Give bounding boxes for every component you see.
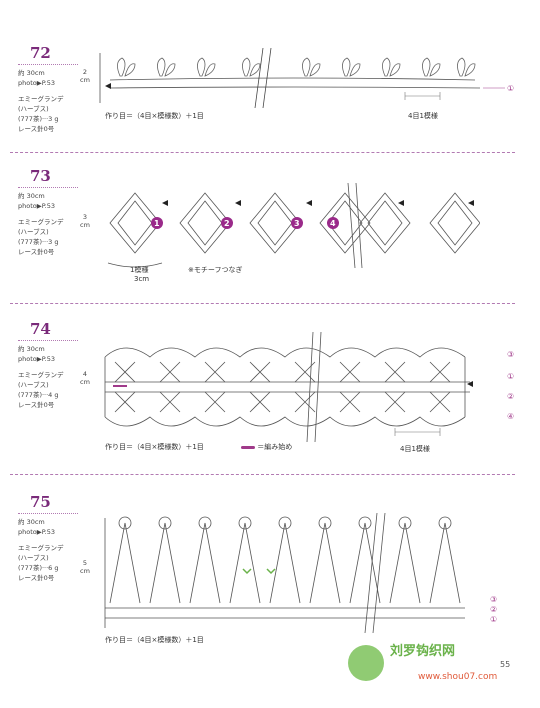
crochet-chart-75 xyxy=(104,513,465,633)
crochet-chart-73 xyxy=(107,183,480,269)
yarn-type: (ハーブス) xyxy=(18,554,49,562)
row-marker: ② xyxy=(507,392,515,401)
pattern-72: 72 約 30cm photo▶P.53 エミーグランデ (ハーブス) (777… xyxy=(0,0,540,155)
photo-ref: photo▶P.53 xyxy=(18,355,55,363)
row-marker: ④ xyxy=(507,412,515,421)
pattern-number: 73 xyxy=(30,167,51,185)
pattern-number: 75 xyxy=(30,493,51,511)
hook-size: レース針0号 xyxy=(18,248,55,256)
height-dimension: 4 cm xyxy=(80,370,90,386)
watermark-text: 刘罗钩织网 xyxy=(390,644,456,659)
yarn-name: エミーグランデ xyxy=(18,95,64,103)
hook-size: レース針0号 xyxy=(18,401,55,409)
height-dimension: 2 cm xyxy=(80,68,90,84)
motif-number-4: 4 xyxy=(330,219,336,228)
pattern-info: 約 30cm photo▶P.53 エミーグランデ (ハーブス) (777茶)·… xyxy=(18,68,64,134)
length: 約 30cm xyxy=(18,345,45,353)
motif-join-note: ※モチーフつなぎ xyxy=(188,266,243,274)
start-chain-caption: 作り目＝（4目×模様数）＋1目 xyxy=(105,112,204,120)
divider xyxy=(18,187,78,188)
start-chain-caption: 作り目＝（4目×模様数）＋1目 xyxy=(105,636,204,644)
section-divider xyxy=(10,152,515,153)
divider xyxy=(18,64,78,65)
yarn-type: (ハーブス) xyxy=(18,381,49,389)
row-marker: ③ xyxy=(490,595,498,604)
yarn-color: (777茶)···4 g xyxy=(18,391,59,399)
yarn-color: (777茶)···3 g xyxy=(18,115,59,123)
height-dimension: 3 cm xyxy=(80,213,90,229)
row-marker: ① xyxy=(507,84,515,93)
row-marker: ② xyxy=(490,605,498,614)
repeat-caption: 4目1模様 xyxy=(408,112,438,120)
length: 約 30cm xyxy=(18,518,45,526)
watermark-url: www.shou07.com xyxy=(418,672,498,682)
repeat-size: 3cm xyxy=(134,275,150,283)
pattern-info: 約 30cm photo▶P.53 エミーグランデ (ハーブス) (777茶)·… xyxy=(18,191,64,257)
pattern-info: 約 30cm photo▶P.53 エミーグランデ (ハーブス) (777茶)·… xyxy=(18,517,64,583)
row-marker: ① xyxy=(507,372,515,381)
length: 約 30cm xyxy=(18,69,45,77)
photo-ref: photo▶P.53 xyxy=(18,202,55,210)
pattern-73: 73 約 30cm photo▶P.53 エミーグランデ (ハーブス) (777… xyxy=(0,155,540,305)
motif-number-2: 2 xyxy=(224,219,230,228)
row-marker: ③ xyxy=(507,350,515,359)
yarn-color: (777茶)···3 g xyxy=(18,238,59,246)
pattern-number: 74 xyxy=(30,320,51,338)
repeat-caption: 4目1模様 xyxy=(400,445,430,453)
pattern-info: 約 30cm photo▶P.53 エミーグランデ (ハーブス) (777茶)·… xyxy=(18,344,64,410)
photo-ref: photo▶P.53 xyxy=(18,528,55,536)
pattern-75: 75 約 30cm photo▶P.53 エミーグランデ (ハーブス) (777… xyxy=(0,477,540,708)
begin-marker-legend: ＝編み始め xyxy=(241,442,292,452)
photo-ref: photo▶P.53 xyxy=(18,79,55,87)
section-divider xyxy=(10,303,515,304)
yarn-type: (ハーブス) xyxy=(18,228,49,236)
motif-number-3: 3 xyxy=(294,219,300,228)
height-dimension: 5 cm xyxy=(80,559,90,575)
divider xyxy=(18,340,78,341)
yarn-name: エミーグランデ xyxy=(18,544,64,552)
length: 約 30cm xyxy=(18,192,45,200)
start-chain-caption: 作り目＝（4目×模様数）＋1目 xyxy=(105,443,204,451)
pattern-number: 72 xyxy=(30,44,51,62)
yarn-color: (777茶)···6 g xyxy=(18,564,59,572)
watermark-logo xyxy=(348,645,384,681)
begin-marker-label: ＝編み始め xyxy=(257,443,293,451)
hook-size: レース針0号 xyxy=(18,125,55,133)
divider xyxy=(18,513,78,514)
motif-marker xyxy=(151,217,339,229)
page-number: 55 xyxy=(500,660,511,669)
section-divider xyxy=(10,474,515,475)
crochet-chart-72 xyxy=(99,48,505,108)
pattern-74: 74 約 30cm photo▶P.53 エミーグランデ (ハーブス) (777… xyxy=(0,306,540,476)
yarn-name: エミーグランデ xyxy=(18,218,64,226)
hook-size: レース針0号 xyxy=(18,574,55,582)
crochet-chart-74 xyxy=(104,332,473,442)
row-marker: ① xyxy=(490,615,498,624)
motif-number-1: 1 xyxy=(154,219,160,228)
yarn-type: (ハーブス) xyxy=(18,105,49,113)
yarn-name: エミーグランデ xyxy=(18,371,64,379)
repeat-caption: 1模様 xyxy=(130,266,149,274)
